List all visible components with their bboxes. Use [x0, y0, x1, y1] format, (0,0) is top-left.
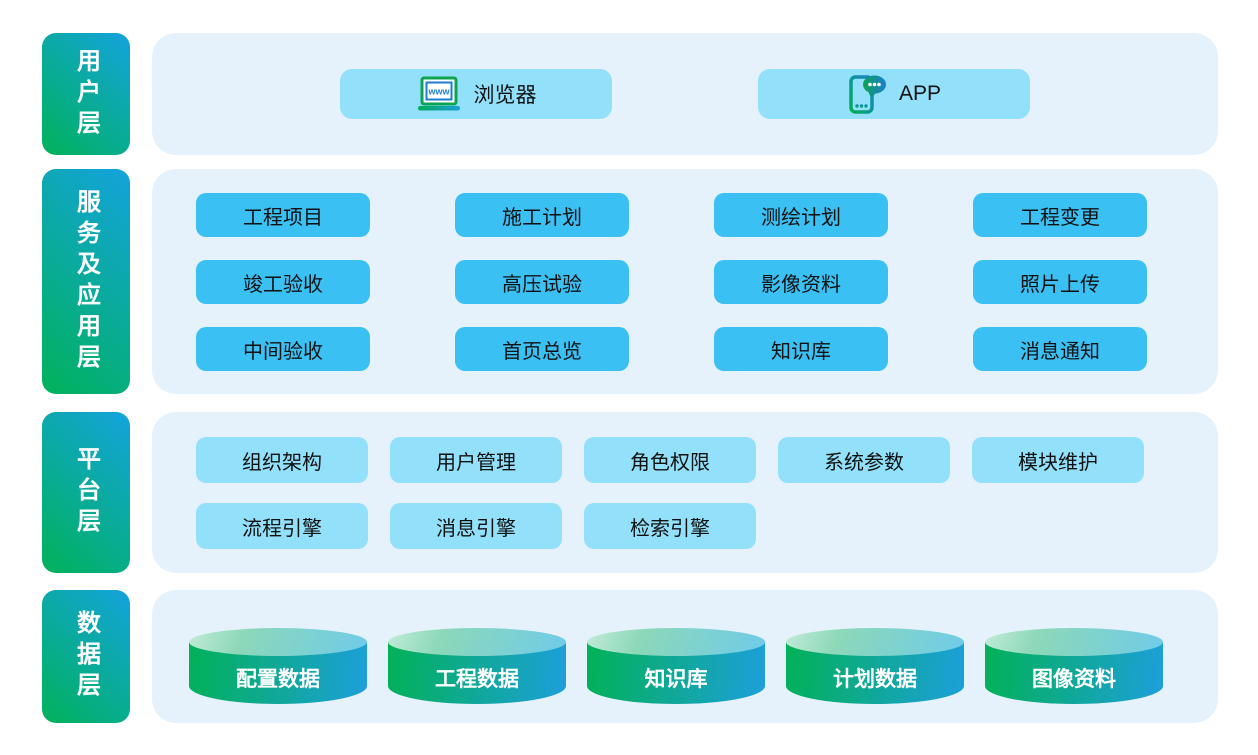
user-button-row: www 浏览器	[152, 33, 1218, 155]
datastore-knowledge: 知识库	[587, 628, 765, 704]
platform-item-role-permission: 角色权限	[584, 437, 756, 483]
service-item-construction-plan: 施工计划	[455, 193, 629, 237]
app-button: APP	[758, 69, 1030, 119]
browser-label: 浏览器	[473, 84, 537, 107]
platform-row-1: 组织架构 用户管理 角色权限 系统参数 模块维护	[196, 437, 1218, 483]
service-item-message-notice: 消息通知	[973, 327, 1147, 371]
platform-item-user-management: 用户管理	[390, 437, 562, 483]
platform-item-system-params: 系统参数	[778, 437, 950, 483]
layer-service-label: 服务及应用层	[42, 169, 130, 394]
service-row-1: 工程项目 施工计划 测绘计划 工程变更	[196, 193, 1218, 237]
service-item-change: 工程变更	[973, 193, 1147, 237]
datastore-image: 图像资料	[985, 628, 1163, 704]
service-item-project: 工程项目	[196, 193, 370, 237]
browser-icon-www-text: www	[427, 87, 450, 97]
database-cylinder-top-icon	[587, 628, 765, 656]
layer-user-label: 用户层	[42, 33, 130, 155]
service-item-high-voltage-test: 高压试验	[455, 260, 629, 304]
layer-platform-label: 平台层	[42, 412, 130, 573]
datastore-config: 配置数据	[189, 628, 367, 704]
platform-grid: 组织架构 用户管理 角色权限 系统参数 模块维护 流程引擎 消息引擎 检索引擎	[152, 412, 1218, 549]
datastore-label: 图像资料	[1032, 668, 1116, 691]
platform-item-workflow-engine: 流程引擎	[196, 503, 368, 549]
service-item-intermediate-acceptance: 中间验收	[196, 327, 370, 371]
datastore-plan: 计划数据	[786, 628, 964, 704]
service-item-survey-plan: 测绘计划	[714, 193, 888, 237]
database-cylinder-top-icon	[786, 628, 964, 656]
platform-item-org-structure: 组织架构	[196, 437, 368, 483]
app-label: APP	[898, 82, 942, 105]
service-item-completion-acceptance: 竣工验收	[196, 260, 370, 304]
database-cylinder-top-icon	[189, 628, 367, 656]
service-item-knowledge-base: 知识库	[714, 327, 888, 371]
platform-item-search-engine: 检索引擎	[584, 503, 756, 549]
layer-platform: 平台层 组织架构 用户管理 角色权限 系统参数 模块维护 流程引擎 消息引擎 检…	[42, 412, 1218, 573]
data-store-row: 配置数据 工程数据 知识库 计划数据 图像资料	[152, 590, 1218, 704]
datastore-label: 计划数据	[833, 668, 917, 691]
platform-row-2: 流程引擎 消息引擎 检索引擎	[196, 503, 1218, 549]
layer-data: 数据层 配置数据 工程数据 知识库 计划数据	[42, 590, 1218, 723]
service-grid: 工程项目 施工计划 测绘计划 工程变更 竣工验收 高压试验 影像资料 照片上传 …	[152, 169, 1218, 371]
datastore-engineering: 工程数据	[388, 628, 566, 704]
datastore-label: 工程数据	[435, 668, 519, 691]
database-cylinder-top-icon	[985, 628, 1163, 656]
database-cylinder-top-icon	[388, 628, 566, 656]
layer-service-panel: 工程项目 施工计划 测绘计划 工程变更 竣工验收 高压试验 影像资料 照片上传 …	[152, 169, 1218, 394]
datastore-label: 知识库	[644, 668, 708, 691]
service-row-3: 中间验收 首页总览 知识库 消息通知	[196, 327, 1218, 371]
browser-icon: www	[417, 76, 460, 111]
app-chat-icon	[849, 75, 886, 114]
layer-data-label: 数据层	[42, 590, 130, 723]
layer-data-panel: 配置数据 工程数据 知识库 计划数据 图像资料	[152, 590, 1218, 723]
service-item-photo-upload: 照片上传	[973, 260, 1147, 304]
service-item-video-material: 影像资料	[714, 260, 888, 304]
layer-service: 服务及应用层 工程项目 施工计划 测绘计划 工程变更 竣工验收 高压试验 影像资…	[42, 169, 1218, 394]
datastore-label: 配置数据	[236, 668, 320, 691]
platform-item-module-maintenance: 模块维护	[972, 437, 1144, 483]
browser-button: www 浏览器	[340, 69, 612, 119]
platform-item-message-engine: 消息引擎	[390, 503, 562, 549]
service-item-home-overview: 首页总览	[455, 327, 629, 371]
layer-platform-panel: 组织架构 用户管理 角色权限 系统参数 模块维护 流程引擎 消息引擎 检索引擎	[152, 412, 1218, 573]
service-row-2: 竣工验收 高压试验 影像资料 照片上传	[196, 260, 1218, 304]
layer-user: 用户层 www 浏览器	[42, 33, 1218, 155]
layer-user-panel: www 浏览器	[152, 33, 1218, 155]
